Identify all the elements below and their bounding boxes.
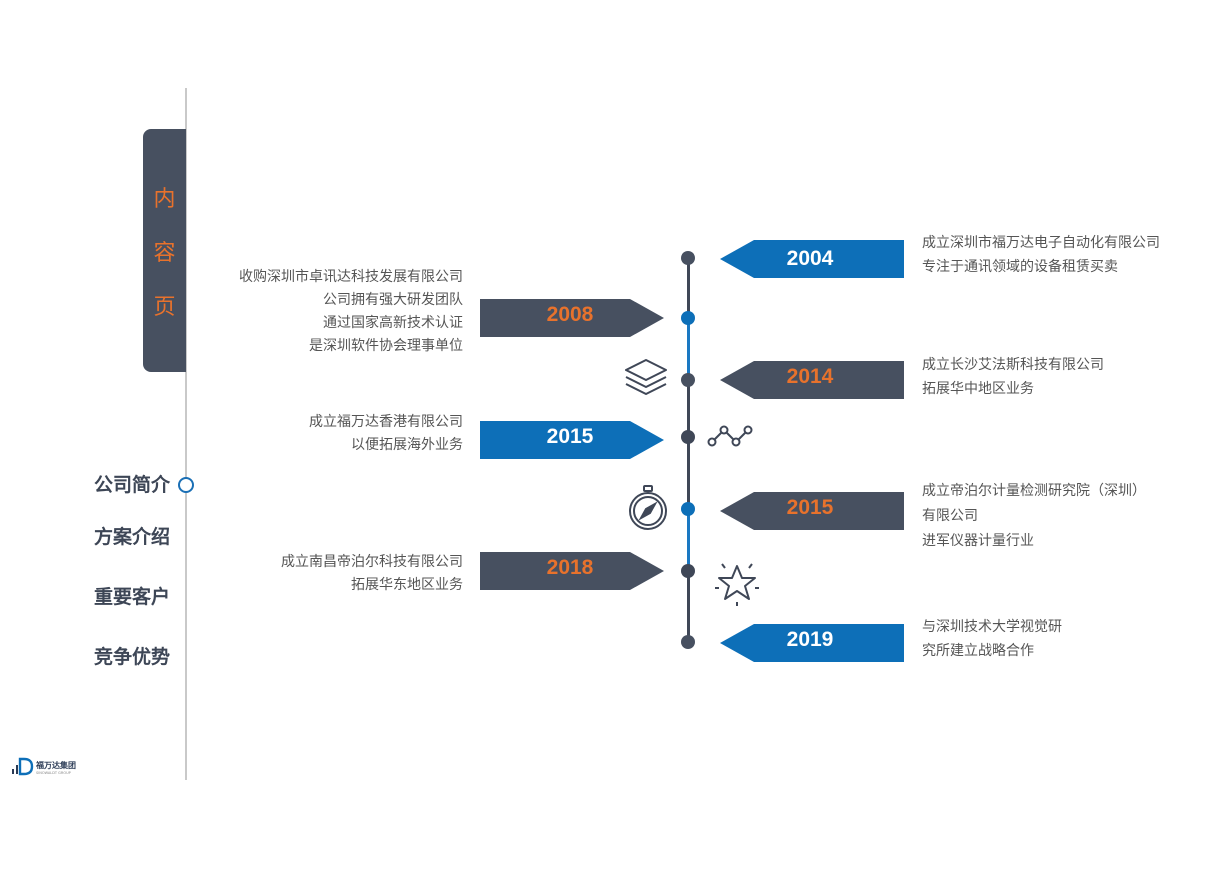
nav-item-key-clients[interactable]: 重要客户 [93,586,170,608]
event-line: 成立南昌帝泊尔科技有限公司 [281,554,463,570]
year-label: 2015 [786,496,834,519]
event-line: 成立帝泊尔计量检测研究院（深圳） [922,483,1146,499]
timeline-axis [687,256,690,644]
logo-subtext: SINOWALDT GROUP [36,771,71,775]
timeline-axis-segment [687,320,690,378]
event-line: 成立深圳市福万达电子自动化有限公司 [922,235,1160,251]
logo-mark-icon: 福万达集团 SINOWALDT GROUP [12,757,76,776]
contents-tab: 内 容 页 [143,129,186,372]
event-line: 与深圳技术大学视觉研 [922,619,1062,635]
year-banner-2008 [480,299,664,337]
year-banner-2004 [720,240,904,278]
event-line: 是深圳软件协会理事单位 [309,338,463,354]
year-banner-2018 [480,552,664,590]
event-description: 成立南昌帝泊尔科技有限公司 拓展华东地区业务 [203,551,463,597]
company-logo: 福万达集团 SINOWALDT GROUP [12,757,78,781]
active-nav-indicator [178,477,194,493]
event-line: 拓展华中地区业务 [922,381,1034,397]
event-line: 公司拥有强大研发团队 [323,292,463,308]
timeline-node [681,311,695,325]
event-line: 进军仪器计量行业 [922,533,1034,549]
event-line: 专注于通讯领域的设备租赁买卖 [922,259,1118,275]
line-chart-icon [707,425,753,447]
event-description: 成立深圳市福万达电子自动化有限公司 专注于通讯领域的设备租赁买卖 [922,231,1222,279]
event-line: 有限公司 [922,508,978,524]
compass-icon [629,485,667,530]
year-banner-2019 [720,624,904,662]
event-description: 成立帝泊尔计量检测研究院（深圳） 有限公司 进军仪器计量行业 [922,479,1222,554]
year-label: 2019 [786,628,834,651]
timeline-axis-segment [687,509,690,569]
nav-item-company-intro[interactable]: 公司简介 [93,474,170,496]
tab-char: 页 [153,295,176,320]
timeline-node [681,430,695,444]
layers-icon [625,359,667,395]
star-icon [715,563,759,606]
year-banner-2015-hk [480,421,664,459]
tab-char: 内 [153,187,176,212]
timeline-node [681,373,695,387]
event-line: 成立福万达香港有限公司 [309,414,463,430]
tab-char: 容 [153,241,176,266]
year-label: 2014 [786,365,834,388]
event-line: 收购深圳市卓讯达科技发展有限公司 [239,269,463,285]
event-description: 收购深圳市卓讯达科技发展有限公司 公司拥有强大研发团队 通过国家高新技术认证 是… [203,266,463,358]
event-line: 究所建立战略合作 [922,643,1034,659]
timeline-node [681,635,695,649]
event-line: 拓展华东地区业务 [351,577,463,593]
timeline-node [681,564,695,578]
event-description: 成立福万达香港有限公司 以便拓展海外业务 [203,411,463,457]
year-banner-2015-dpr [720,492,904,530]
year-label: 2015 [546,425,594,448]
event-line: 以便拓展海外业务 [351,437,463,453]
nav-item-advantages[interactable]: 竞争优势 [93,646,170,668]
timeline-node [681,251,695,265]
nav-item-solutions[interactable]: 方案介绍 [93,526,170,548]
logo-text: 福万达集团 [35,760,76,770]
year-label: 2018 [546,556,594,579]
event-description: 成立长沙艾法斯科技有限公司 拓展华中地区业务 [922,353,1222,401]
event-line: 成立长沙艾法斯科技有限公司 [922,357,1104,373]
year-banner-2014 [720,361,904,399]
timeline-node [681,502,695,516]
year-label: 2004 [786,247,834,270]
sidebar-divider [185,88,187,780]
event-line: 通过国家高新技术认证 [323,315,463,331]
year-label: 2008 [546,303,594,326]
event-description: 与深圳技术大学视觉研 究所建立战略合作 [922,615,1222,663]
